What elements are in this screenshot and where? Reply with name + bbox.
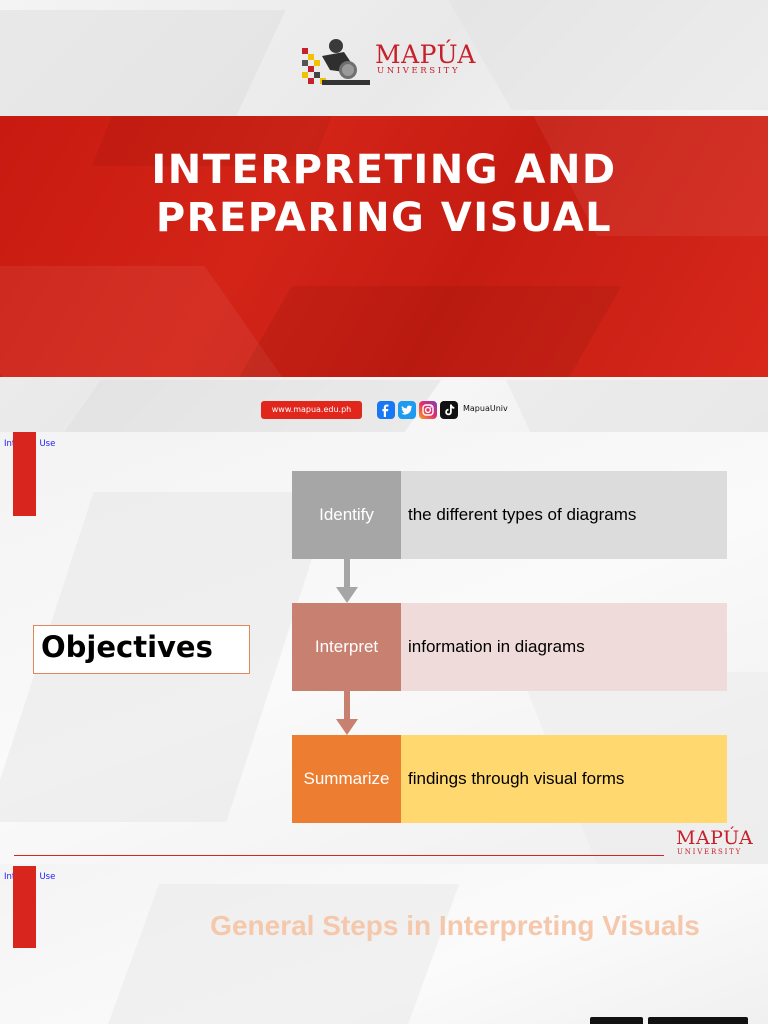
step-description: the different types of diagrams	[401, 471, 727, 559]
logo-wordmark: MAPÚA	[375, 40, 476, 69]
facebook-icon[interactable]	[377, 401, 395, 419]
mapua-seal-icon	[302, 39, 370, 85]
slide-title: General Steps in Interpreting Visuals	[210, 910, 700, 941]
mapua-logo: MAPÚA UNIVERSITY	[300, 34, 475, 88]
objectives-heading: Objectives	[41, 630, 213, 664]
footer-divider	[14, 855, 664, 856]
step-verb: Interpret	[292, 603, 401, 691]
step-description: findings through visual forms	[401, 735, 727, 823]
accent-bar	[13, 432, 36, 516]
slide-title: INTERPRETING AND PREPARING VISUAL	[0, 146, 768, 242]
contact-footer: www.mapua.edu.ph MapuaUniv	[0, 396, 768, 424]
social-handle: MapuaUniv	[463, 404, 508, 413]
tiktok-icon[interactable]	[440, 401, 458, 419]
objectives-slide: Internal Use Objectives Identify the dif…	[0, 432, 768, 864]
title-line-1: INTERPRETING AND	[151, 147, 617, 193]
arrow-down-icon	[336, 691, 358, 735]
content-box-edge	[648, 1017, 748, 1024]
objectives-heading-box: Objectives	[33, 625, 250, 674]
mapua-logo: MAPÚA UNIVERSITY	[676, 827, 766, 857]
content-box-edge	[590, 1017, 643, 1024]
objective-step-interpret: Interpret information in diagrams	[292, 603, 727, 691]
step-description: information in diagrams	[401, 603, 727, 691]
title-slide: MAPÚA UNIVERSITY INTERPRETING AND PREPAR…	[0, 0, 768, 432]
logo-subtitle: UNIVERSITY	[377, 66, 461, 76]
instagram-icon[interactable]	[419, 401, 437, 419]
twitter-icon[interactable]	[398, 401, 416, 419]
website-link[interactable]: www.mapua.edu.ph	[261, 401, 362, 419]
title-line-2: PREPARING VISUAL	[155, 195, 613, 241]
arrow-down-icon	[336, 559, 358, 603]
title-banner: INTERPRETING AND PREPARING VISUAL	[0, 116, 768, 377]
objective-step-identify: Identify the different types of diagrams	[292, 471, 727, 559]
general-steps-slide: Internal Use General Steps in Interpreti…	[0, 864, 768, 1024]
logo-wordmark: MAPÚA	[676, 827, 754, 849]
logo-subtitle: UNIVERSITY	[677, 848, 743, 856]
background-facet	[0, 10, 286, 120]
step-verb: Summarize	[292, 735, 401, 823]
step-verb: Identify	[292, 471, 401, 559]
objective-step-summarize: Summarize findings through visual forms	[292, 735, 727, 823]
banner-facet	[228, 286, 622, 377]
background-facet	[100, 884, 460, 1024]
accent-bar	[13, 866, 36, 948]
background-facet	[448, 0, 768, 110]
